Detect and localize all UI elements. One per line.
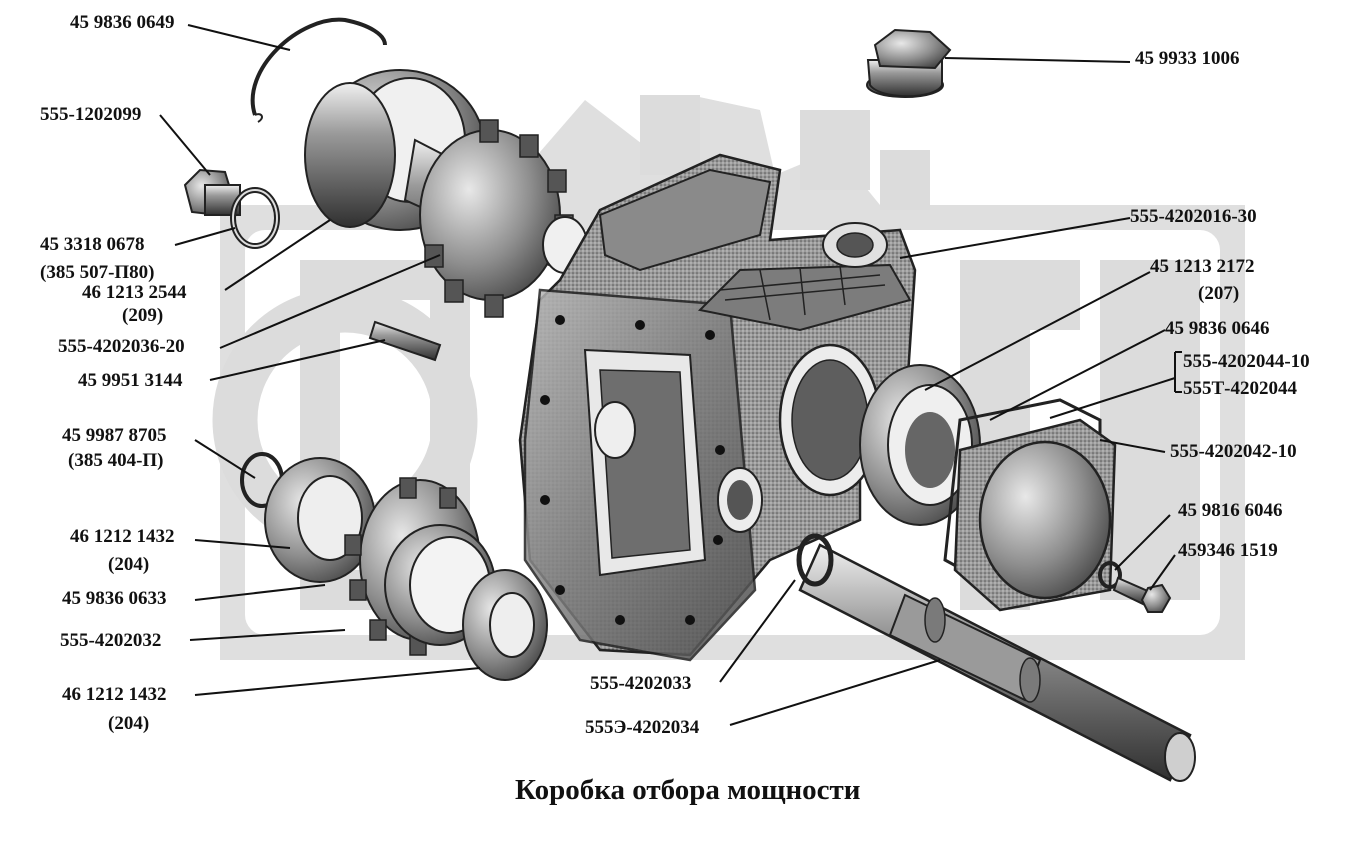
leader-lines xyxy=(159,24,1182,726)
label-45-1213-2172: 45 1213 2172 xyxy=(1150,256,1255,277)
spring-washer xyxy=(1098,561,1122,589)
label-459346-1519: 459346 1519 xyxy=(1178,540,1278,561)
label-45-9933-1006: 45 9933 1006 xyxy=(1135,48,1240,69)
label-555e-4202034: 555Э-4202034 xyxy=(585,717,700,738)
label-45-9836-0649: 45 9836 0649 xyxy=(70,12,175,33)
label-555-4202033: 555-4202033 xyxy=(590,673,692,694)
lower-bearing-2 xyxy=(462,569,548,681)
label-46-1213-2544: 46 1213 2544 xyxy=(82,282,187,303)
filler-plug xyxy=(866,28,952,98)
label-555-4202044-10: 555-4202044-10 xyxy=(1183,351,1310,372)
label-385-507-p80: (385 507-П80) xyxy=(40,262,155,283)
label-46-1212-1432-bottom: 46 1212 1432 xyxy=(62,684,167,705)
label-555-4202032: 555-4202032 xyxy=(60,630,162,651)
label-555-4202036-20: 555-4202036-20 xyxy=(58,336,185,357)
label-555-4202016-30: 555-4202016-30 xyxy=(1130,206,1257,227)
label-555-4202042-10: 555-4202042-10 xyxy=(1170,441,1297,462)
label-555t-4202044: 555Т-4202044 xyxy=(1183,378,1297,399)
lower-bearing-1 xyxy=(264,457,376,583)
label-385-404-p: (385 404-П) xyxy=(68,450,164,471)
bolt xyxy=(1112,576,1172,613)
label-204-bottom: (204) xyxy=(108,713,150,734)
label-204-top: (204) xyxy=(108,554,150,575)
stud xyxy=(368,320,442,362)
housing xyxy=(518,153,917,662)
label-209: (209) xyxy=(122,305,164,326)
label-207: (207) xyxy=(1198,283,1240,304)
shaft-gear-top xyxy=(403,119,588,318)
label-45-9836-0646: 45 9836 0646 xyxy=(1165,318,1270,339)
label-45-9951-3144: 45 9951 3144 xyxy=(78,370,183,391)
output-shaft xyxy=(798,543,1196,782)
snap-ring xyxy=(250,17,387,116)
shaft-ring xyxy=(796,533,834,587)
right-bearing xyxy=(859,364,981,526)
label-45-9836-0633: 45 9836 0633 xyxy=(62,588,167,609)
label-46-1212-1432-top: 46 1212 1432 xyxy=(70,526,175,547)
label-555-1202099: 555-1202099 xyxy=(40,104,142,125)
diagram-title: Коробка отбора мощности xyxy=(515,774,861,806)
cover xyxy=(953,418,1117,612)
label-45-9816-6046: 45 9816 6046 xyxy=(1178,500,1283,521)
label-45-9987-8705: 45 9987 8705 xyxy=(62,425,167,446)
label-45-3318-0678: 45 3318 0678 xyxy=(40,234,145,255)
